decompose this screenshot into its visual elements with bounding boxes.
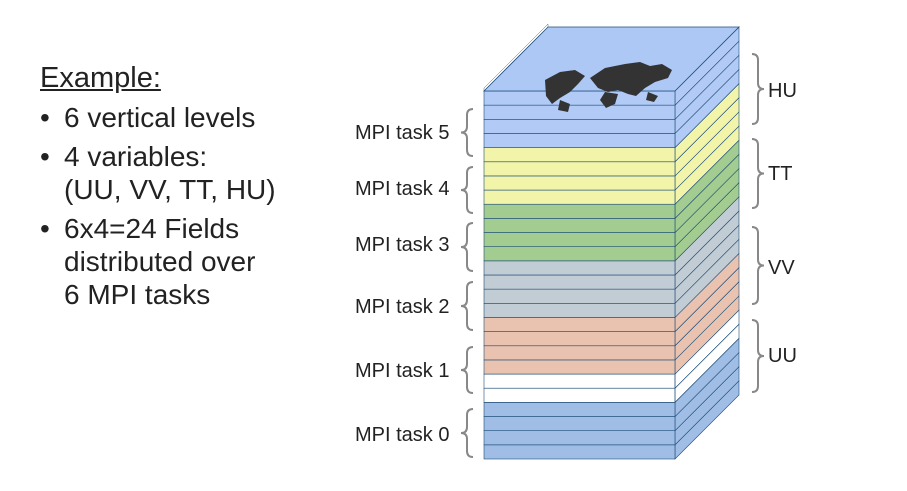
bullet-line: 6 MPI tasks bbox=[64, 279, 211, 310]
layer-front bbox=[483, 161, 676, 177]
layer-front bbox=[483, 430, 676, 446]
mpi-task-labels: MPI task 5 MPI task 4 MPI task 3 MPI tas… bbox=[355, 122, 449, 446]
layer-front bbox=[483, 147, 676, 163]
world-map-icon bbox=[545, 62, 672, 112]
bullet-dot: • bbox=[40, 141, 50, 172]
layer-front bbox=[483, 416, 676, 431]
variable-brace bbox=[751, 53, 765, 125]
layer-front bbox=[483, 274, 676, 290]
layer-front bbox=[483, 444, 676, 460]
hu-label: HU bbox=[768, 80, 797, 102]
bullet-line: 6 vertical levels bbox=[64, 102, 256, 133]
layer-front bbox=[483, 119, 676, 134]
layer-front bbox=[483, 359, 676, 375]
mpi-task-0-label: MPI task 0 bbox=[355, 424, 449, 446]
bullet-dot: • bbox=[40, 102, 50, 133]
layer-front bbox=[483, 331, 676, 347]
layer-front bbox=[483, 104, 676, 120]
layer-front bbox=[483, 260, 676, 276]
mpi-task-brace bbox=[460, 408, 474, 458]
mpi-task-2-label: MPI task 2 bbox=[355, 296, 449, 318]
bullet-line: 6x4=24 Fields bbox=[64, 213, 240, 244]
variable-labels: HU TT VV UU bbox=[768, 80, 797, 367]
layer-front bbox=[483, 232, 676, 247]
layer-front bbox=[483, 317, 676, 332]
variable-brace bbox=[751, 226, 765, 305]
layer-front bbox=[483, 387, 676, 403]
variable-brace bbox=[751, 319, 765, 393]
tt-label: TT bbox=[768, 163, 792, 185]
mpi-task-brace bbox=[460, 222, 474, 272]
top-edge bbox=[483, 23, 549, 92]
mpi-task-brace bbox=[460, 346, 474, 394]
variable-braces bbox=[751, 53, 765, 393]
mpi-task-brace bbox=[460, 108, 474, 157]
vv-label: VV bbox=[768, 257, 795, 279]
layer-front bbox=[483, 189, 676, 205]
example-text-block: Example: • 6 vertical levels • 4 variabl… bbox=[30, 62, 330, 311]
mpi-task-brace bbox=[460, 281, 474, 331]
layer-front bbox=[483, 218, 676, 233]
bullet-dot: • bbox=[40, 213, 50, 244]
bullet-line: (UU, VV, TT, HU) bbox=[64, 174, 276, 205]
mpi-task-brace bbox=[460, 166, 474, 214]
uu-label: UU bbox=[768, 345, 797, 367]
mpi-task-4-label: MPI task 4 bbox=[355, 178, 449, 200]
layer-front bbox=[483, 246, 676, 262]
mpi-task-braces bbox=[460, 108, 474, 458]
layer-front bbox=[483, 373, 676, 389]
bullet-variables: • 4 variables: (UU, VV, TT, HU) bbox=[30, 140, 330, 206]
layer-front bbox=[483, 133, 676, 148]
mpi-task-5-label: MPI task 5 bbox=[355, 122, 449, 144]
layer-front bbox=[483, 402, 676, 417]
layer-front bbox=[483, 175, 676, 191]
layer-front bbox=[483, 288, 676, 304]
bullet-line: distributed over bbox=[64, 246, 256, 277]
mpi-task-3-label: MPI task 3 bbox=[355, 234, 449, 256]
bullet-fields: • 6x4=24 Fields distributed over 6 MPI t… bbox=[30, 212, 330, 311]
example-heading: Example: bbox=[40, 62, 161, 94]
layer-front bbox=[483, 345, 676, 361]
mpi-task-1-label: MPI task 1 bbox=[355, 360, 449, 382]
layer-stack bbox=[483, 23, 740, 460]
bullet-line: 4 variables: bbox=[64, 141, 208, 172]
variable-brace bbox=[751, 138, 765, 209]
layer-front bbox=[483, 303, 676, 318]
bullet-levels: • 6 vertical levels bbox=[30, 101, 330, 134]
layer-front bbox=[483, 203, 676, 219]
layer-front bbox=[483, 90, 676, 106]
